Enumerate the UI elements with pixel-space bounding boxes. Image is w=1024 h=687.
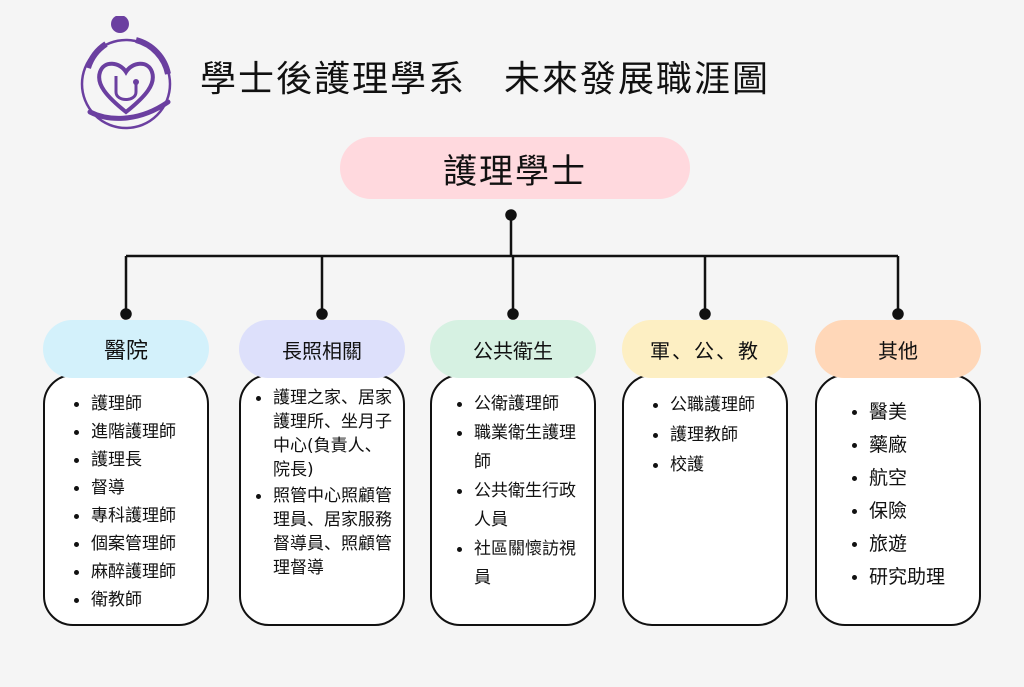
list-item: 旅遊 <box>852 528 975 561</box>
list-item: 保險 <box>852 495 975 528</box>
list-item: 藥廠 <box>852 429 975 462</box>
page-title: 學士後護理學系 未來發展職涯圖 <box>200 59 771 100</box>
list-item: 督導 <box>74 474 207 502</box>
list-item: 公共衛生行政人員 <box>457 477 586 535</box>
list-item: 護理之家、居家護理所、坐月子中心(負責人、院長) <box>256 386 397 482</box>
list-item: 護理長 <box>74 446 207 474</box>
list-item: 航空 <box>852 462 975 495</box>
root-node: 護理學士 <box>340 137 690 199</box>
list-item: 研究助理 <box>852 561 975 594</box>
list-item: 衛教師 <box>74 586 207 614</box>
branch-dot <box>316 308 328 320</box>
list-item: 公職護理師 <box>653 390 782 420</box>
branch-dot <box>120 308 132 320</box>
branch-dot <box>892 308 904 320</box>
list-item: 護理教師 <box>653 420 782 450</box>
category-list-box: 公衛護理師 職業衛生護理師 公共衛生行政人員 社區關懷訪視員 <box>430 374 596 626</box>
list-item: 專科護理師 <box>74 502 207 530</box>
list-item: 進階護理師 <box>74 418 207 446</box>
list-item: 社區關懷訪視員 <box>457 535 586 593</box>
list-item: 醫美 <box>852 396 975 429</box>
list-item: 護理師 <box>74 390 207 418</box>
list-item: 職業衛生護理師 <box>457 419 586 477</box>
category-list-box: 護理之家、居家護理所、坐月子中心(負責人、院長) 照管中心照顧管理員、居家服務督… <box>239 374 405 626</box>
list-item: 照管中心照顧管理員、居家服務督導員、照顧管理督導 <box>256 484 397 580</box>
branch-dot <box>507 308 519 320</box>
category-label: 醫院 <box>43 320 209 378</box>
category-label: 長照相關 <box>239 320 405 378</box>
branch-dot <box>699 308 711 320</box>
category-label: 公共衛生 <box>430 320 596 378</box>
list-item: 校護 <box>653 450 782 480</box>
category-label: 其他 <box>815 320 981 378</box>
category-list-box: 醫美 藥廠 航空 保險 旅遊 研究助理 <box>815 374 981 626</box>
category-list-box: 護理師 進階護理師 護理長 督導 專科護理師 個案管理師 麻醉護理師 衛教師 <box>43 374 209 626</box>
category-label: 軍、公、教 <box>622 320 788 378</box>
category-list-box: 公職護理師 護理教師 校護 <box>622 374 788 626</box>
list-item: 公衛護理師 <box>457 390 586 419</box>
list-item: 個案管理師 <box>74 530 207 558</box>
department-logo <box>76 15 178 132</box>
list-item: 麻醉護理師 <box>74 558 207 586</box>
